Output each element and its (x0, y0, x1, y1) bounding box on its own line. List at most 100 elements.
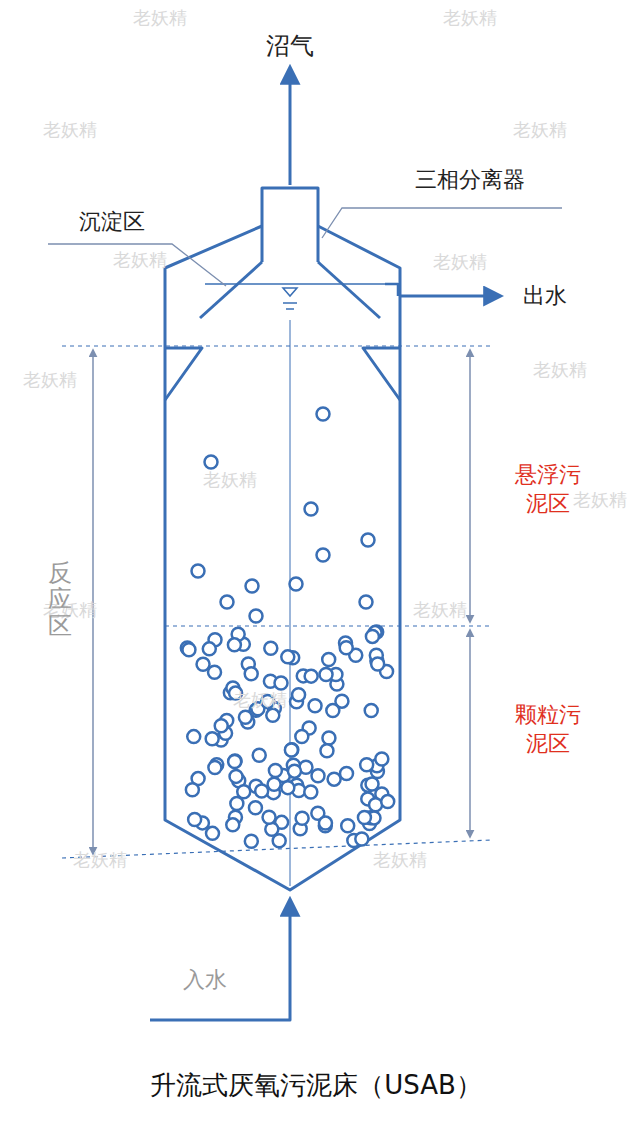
zone-label: 沉淀区 (79, 207, 145, 237)
sludge-granule (208, 666, 221, 679)
sludge-granule (203, 642, 216, 655)
sludge-granule (317, 549, 330, 562)
deflector (165, 348, 202, 400)
sludge-granule (281, 781, 294, 794)
sludge-granules (181, 408, 394, 848)
sludge-granule (187, 730, 200, 743)
sludge-granule (255, 785, 268, 798)
zone-line (62, 346, 492, 858)
sludge-granule (228, 638, 241, 651)
sludge-granule (269, 764, 282, 777)
sludge-granule (340, 641, 353, 654)
sludge-granule (320, 744, 333, 757)
weir (385, 284, 398, 296)
sludge-granule (296, 812, 309, 825)
separator-label: 三相分离器 (415, 165, 525, 195)
sludge-granule (205, 456, 218, 469)
center-axis (290, 320, 291, 886)
watermark: 老妖精 (43, 118, 97, 142)
sludge-granule (360, 758, 373, 771)
sludge-granule (366, 778, 379, 791)
sludge-granule (221, 596, 234, 609)
sludge-granule (320, 668, 333, 681)
sludge-granule (311, 769, 324, 782)
sludge-granule (322, 732, 335, 745)
sludge-granule (290, 578, 303, 591)
zone-label: 悬浮污泥区 (515, 461, 581, 518)
sludge-granule (322, 653, 335, 666)
sludge-granule (355, 832, 368, 845)
watermark: 老妖精 (233, 688, 287, 712)
sludge-granule (253, 749, 266, 762)
sludge-granule (371, 658, 384, 671)
deflector (363, 348, 400, 400)
sludge-granule (360, 596, 373, 609)
sludge-granule (381, 795, 394, 808)
sludge-granule (228, 755, 241, 768)
sludge-granule (264, 642, 277, 655)
sludge-granule (229, 754, 242, 767)
sludge-granule (304, 786, 317, 799)
sludge-granule (268, 778, 281, 791)
gas-neck (262, 188, 318, 262)
sludge-granule (246, 580, 259, 593)
sludge-granule (263, 811, 276, 824)
watermark: 老妖精 (73, 848, 127, 872)
sludge-granule (182, 643, 195, 656)
inlet-pipe (150, 900, 290, 1020)
sludge-granule (328, 773, 341, 786)
watermark: 老妖精 (443, 6, 497, 30)
sludge-granule (292, 688, 305, 701)
sludge-granule (188, 813, 201, 826)
sludge-granule (186, 783, 199, 796)
sludge-granule (366, 630, 379, 643)
sludge-granule (206, 732, 219, 745)
sludge-granule (245, 835, 258, 848)
sludge-granule (230, 770, 243, 783)
dimension-arrow (93, 350, 470, 854)
sludge-granule (237, 785, 250, 798)
sludge-granule (362, 534, 375, 547)
sludge-granule (226, 818, 239, 831)
watermark: 老妖精 (203, 468, 257, 492)
sludge-granule (340, 767, 353, 780)
zone-label: 颗粒污泥区 (515, 701, 581, 758)
watermark: 老妖精 (533, 358, 587, 382)
sludge-granule (285, 743, 298, 756)
sludge-granule (305, 503, 318, 516)
sludge-granule (206, 827, 219, 840)
watermark: 老妖精 (113, 248, 167, 272)
sludge-granule (215, 719, 228, 732)
watermark: 老妖精 (513, 118, 567, 142)
sludge-granule (192, 565, 205, 578)
sludge-granule (281, 650, 294, 663)
water-level (205, 284, 385, 309)
separator-hood (318, 262, 380, 318)
watermark: 老妖精 (573, 488, 627, 512)
sludge-granule (305, 670, 318, 683)
sludge-granule (317, 408, 330, 421)
sludge-granule (365, 704, 378, 717)
sludge-granule (275, 677, 288, 690)
sludge-granule (358, 811, 371, 824)
leader-line (48, 208, 562, 286)
sludge-granule (319, 817, 332, 830)
watermark: 老妖精 (413, 598, 467, 622)
watermark: 老妖精 (23, 368, 77, 392)
sludge-granule (285, 743, 298, 756)
sludge-granule (197, 658, 210, 671)
outlet-arrow (400, 295, 500, 298)
gas-label: 沼气 (266, 30, 314, 62)
zone-label: 反应区 (48, 560, 72, 639)
sludge-granule (208, 761, 221, 774)
sludge-granule (295, 730, 308, 743)
sludge-granule (375, 753, 388, 766)
reactor-vessel (165, 226, 400, 890)
outlet-label: 出水 (523, 281, 567, 311)
sludge-granule (266, 709, 279, 722)
sludge-granule (239, 711, 252, 724)
sludge-granule (341, 819, 354, 832)
sludge-granule (245, 667, 258, 680)
sludge-granule (250, 610, 263, 623)
